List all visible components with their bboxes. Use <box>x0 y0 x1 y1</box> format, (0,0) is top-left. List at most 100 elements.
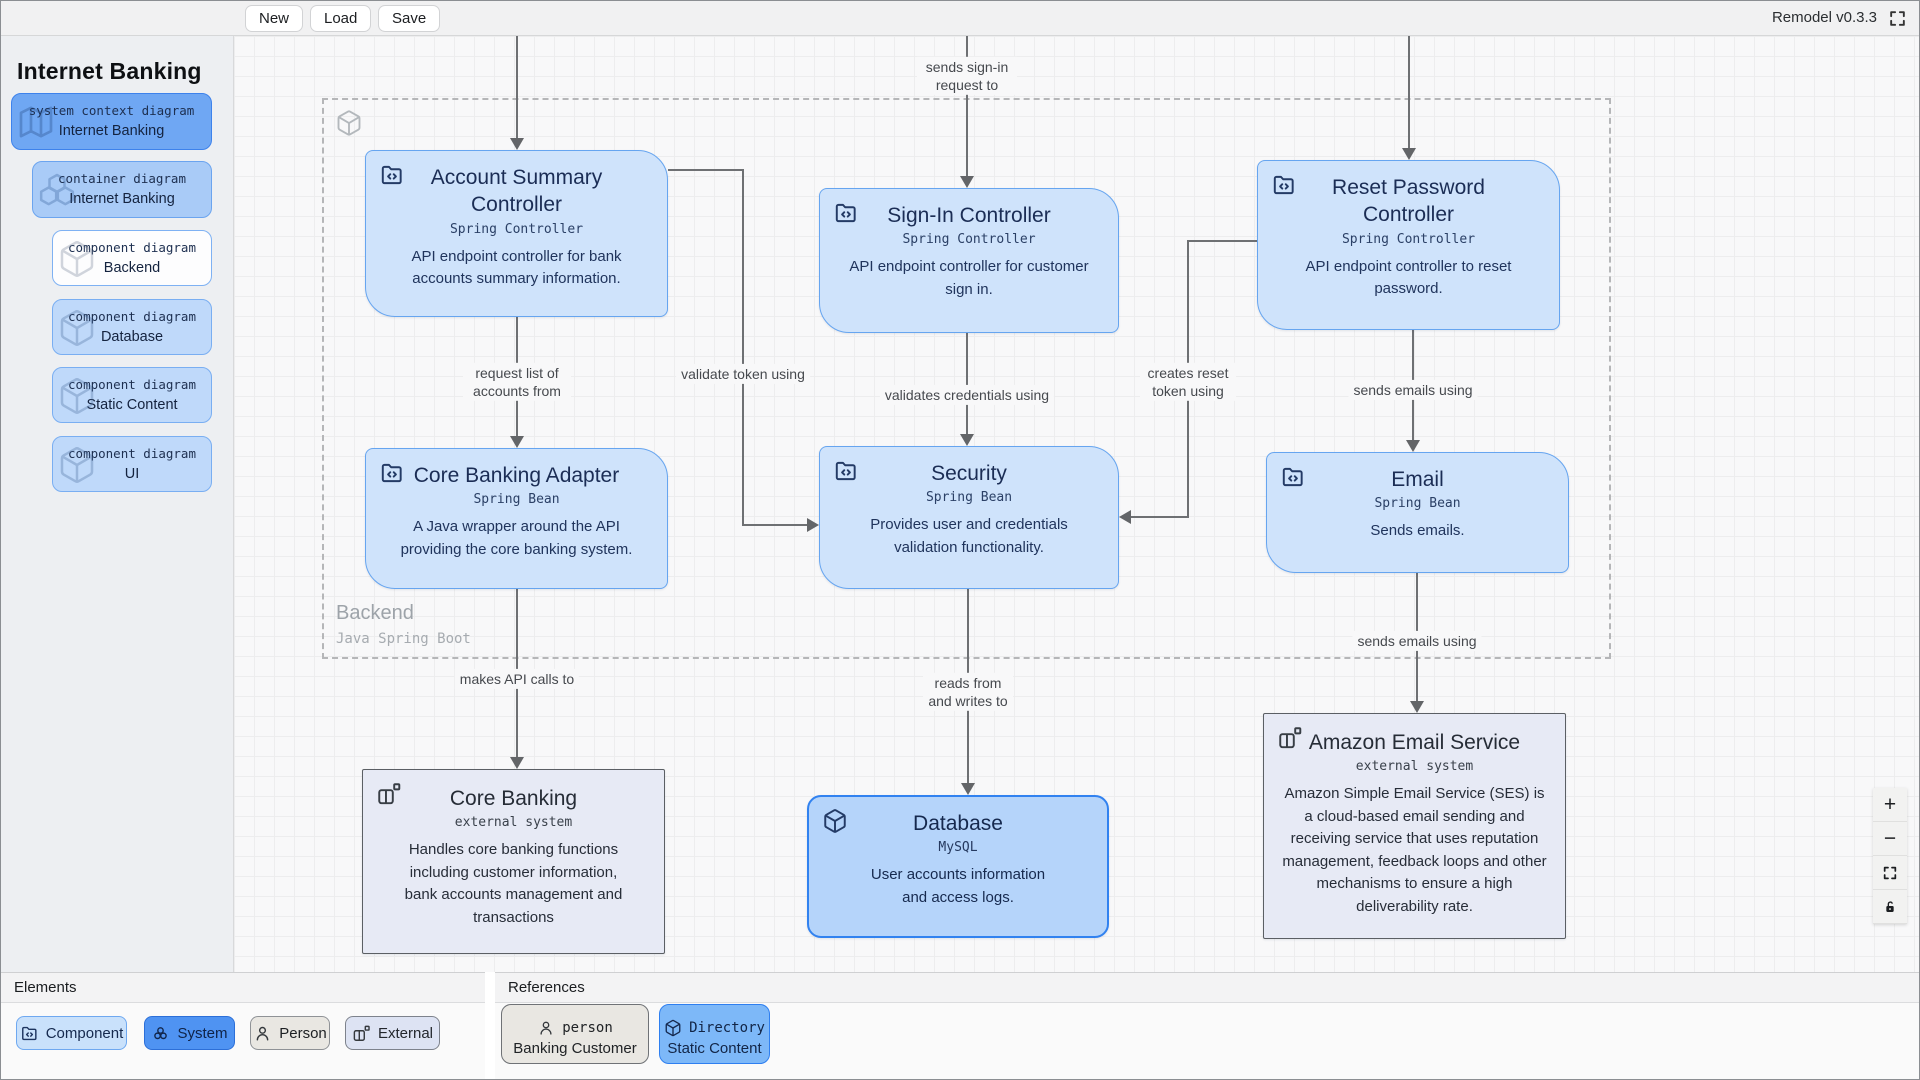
edge-label[interactable]: creates reset token using <box>1140 362 1236 402</box>
diagram-name: Backend <box>103 260 161 277</box>
add-external-button[interactable]: External <box>345 1016 440 1050</box>
edge-label[interactable]: request list of accounts from <box>463 362 571 402</box>
sidebar-item-component-database[interactable]: component diagram Database <box>52 299 212 355</box>
node-description: User accounts information and access log… <box>870 866 1046 906</box>
node-title: Email <box>1391 468 1444 491</box>
folder-code-icon <box>381 463 402 483</box>
diagram-canvas[interactable]: Backend Java Spring Boot sends si <box>234 36 1919 972</box>
node-tech: Spring Controller <box>902 232 1036 248</box>
node-email[interactable]: Email Spring Bean Sends emails. <box>1266 452 1569 573</box>
node-tech: Spring Controller <box>1341 231 1476 247</box>
boundary-name: Backend <box>336 602 414 624</box>
node-tech: external system <box>454 815 573 831</box>
node-description: API endpoint controller for customer sig… <box>849 258 1089 298</box>
node-account-summary-controller[interactable]: Account Summary Controller Spring Contro… <box>365 150 668 317</box>
node-title: Account Summary Controller <box>430 166 603 217</box>
edge-line <box>1188 240 1257 242</box>
node-tech: external system <box>1355 759 1474 775</box>
sidebar-item-component-ui[interactable]: component diagram UI <box>52 436 212 492</box>
node-title: Core Banking Adapter <box>413 464 620 487</box>
save-button[interactable]: Save <box>378 5 441 32</box>
diagram-type: system context diagram <box>28 103 195 118</box>
node-tech: Spring Controller <box>449 221 584 237</box>
edge-label[interactable]: sends emails using <box>1348 379 1478 401</box>
edge-label[interactable]: reads from and writes to <box>923 672 1013 712</box>
new-button[interactable]: New <box>245 5 304 32</box>
cube-icon <box>60 447 94 483</box>
button-label: External <box>377 1024 434 1042</box>
external-system-icon <box>378 783 401 805</box>
toolbar: New Load Save Remodel v0.3.3 <box>1 1 1919 36</box>
node-title: Database <box>913 812 1003 835</box>
fullscreen-icon[interactable] <box>1888 9 1907 28</box>
folder-code-icon <box>1282 467 1303 487</box>
fit-view-icon <box>1883 866 1897 879</box>
reference-static-content[interactable]: Directory Static Content <box>659 1004 770 1064</box>
folder-code-icon <box>835 203 856 223</box>
package-icon <box>824 809 846 833</box>
person-icon <box>256 1026 269 1041</box>
sidebar-item-system-context-internet-banking[interactable]: system context diagram Internet Banking <box>11 93 212 150</box>
button-label: Person <box>279 1024 327 1042</box>
node-title: Security <box>931 462 1007 485</box>
edge-label[interactable]: validates credentials using <box>879 384 1055 406</box>
lock-icon <box>1886 900 1894 912</box>
node-database[interactable]: Database MySQL User accounts information… <box>807 795 1109 938</box>
node-description: Handles core banking functions including… <box>404 841 623 926</box>
sidebar-item-component-backend[interactable]: component diagram Backend <box>52 230 212 286</box>
folder-code-icon <box>1273 175 1294 195</box>
reference-name: Static Content <box>667 1040 762 1057</box>
diagram-name: Internet Banking <box>58 123 165 140</box>
node-core-banking-external[interactable]: Core Banking external system Handles cor… <box>362 769 665 954</box>
sidebar-item-component-static-content[interactable]: component diagram Static Content <box>52 367 212 423</box>
reference-banking-customer[interactable]: person Banking Customer <box>501 1004 649 1064</box>
node-sign-in-controller[interactable]: Sign-In Controller Spring Controller API… <box>819 188 1119 333</box>
node-amazon-email-service[interactable]: Amazon Email Service external system Ama… <box>1263 713 1566 939</box>
edge-arrowhead <box>961 783 975 795</box>
edge-arrowhead <box>510 138 524 150</box>
edge-label[interactable]: validate token using <box>676 363 810 385</box>
zoom-in-button[interactable]: + <box>1873 788 1907 822</box>
node-tech: Spring Bean <box>473 492 560 508</box>
edge-arrowhead <box>1410 701 1424 713</box>
edge-arrowhead <box>510 757 524 769</box>
cube-icon <box>60 310 94 346</box>
zoom-out-button[interactable]: − <box>1873 822 1907 856</box>
add-system-button[interactable]: System <box>144 1016 235 1050</box>
node-description: API endpoint controller for bank account… <box>411 247 622 288</box>
external-system-icon <box>1279 727 1302 749</box>
load-button[interactable]: Load <box>310 5 372 32</box>
sidebar-item-container-internet-banking[interactable]: container diagram Internet Banking <box>32 161 212 218</box>
edge-line <box>742 169 744 525</box>
button-label: System <box>177 1024 228 1042</box>
edge-label[interactable]: sends emails using <box>1352 630 1482 652</box>
map-icon <box>19 106 53 138</box>
add-component-button[interactable]: Component <box>16 1016 127 1050</box>
lock-button[interactable] <box>1873 890 1907 924</box>
node-reset-password-controller[interactable]: Reset Password Controller Spring Control… <box>1257 160 1560 330</box>
elements-panel: Elements Component System Person Externa… <box>1 972 485 1079</box>
edge-label[interactable]: makes API calls to <box>454 668 580 690</box>
node-security[interactable]: Security Spring Bean Provides user and c… <box>819 446 1119 589</box>
add-person-button[interactable]: Person <box>250 1016 330 1050</box>
fit-view-button[interactable] <box>1873 856 1907 890</box>
diagram-name: Database <box>100 329 164 346</box>
button-label: Component <box>45 1024 124 1042</box>
node-tech: MySQL <box>938 840 978 856</box>
node-description: Provides user and credentials validation… <box>870 516 1068 556</box>
package-icon <box>665 1019 681 1037</box>
edge-arrowhead <box>807 518 819 532</box>
node-tech: Spring Bean <box>1374 496 1461 512</box>
edge-arrowhead <box>1406 440 1420 452</box>
edge-line <box>966 36 968 177</box>
edge-arrowhead <box>1119 510 1131 524</box>
node-title: Reset Password Controller <box>1332 176 1485 227</box>
reference-type: person <box>562 1020 613 1036</box>
diagram-type: component diagram <box>68 446 196 461</box>
node-description: A Java wrapper around the API providing … <box>400 518 633 558</box>
edge-label[interactable]: sends sign-in request to <box>917 56 1017 96</box>
edge-line <box>1408 36 1410 149</box>
node-core-banking-adapter[interactable]: Core Banking Adapter Spring Bean A Java … <box>365 448 668 589</box>
node-description: Sends emails. <box>1370 522 1465 540</box>
